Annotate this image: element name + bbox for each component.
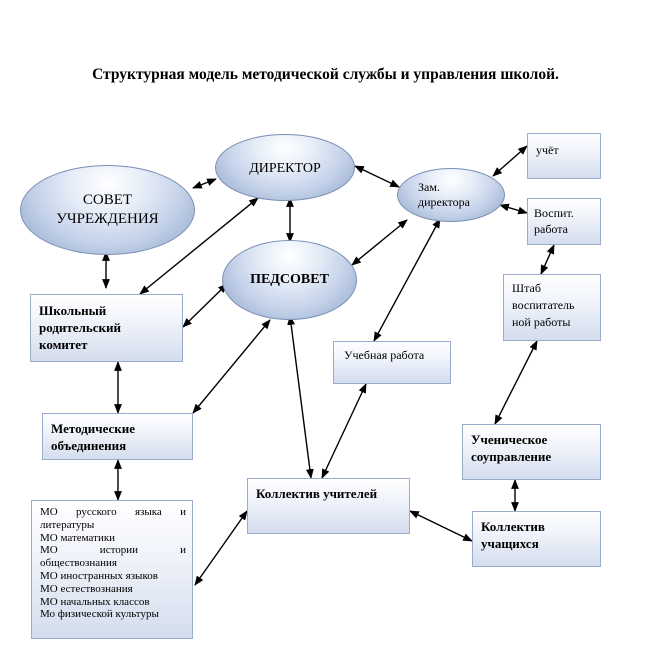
director-node: ДИРЕКТОР — [215, 134, 355, 201]
mo-list-item: МО истории и — [40, 544, 186, 557]
mo-list-item: МО математики — [40, 531, 116, 544]
arrow-shtab-soupravlenie — [494, 340, 538, 425]
soupravlenie-label-line1: Ученическое — [471, 432, 548, 447]
pedsovet-label: ПЕДСОВЕТ — [250, 272, 329, 287]
sovet-label-line2: УЧРЕЖДЕНИЯ — [56, 211, 159, 227]
arrow-sovet-director — [192, 178, 217, 189]
arrow-uchebnaya-kollektiv — [321, 383, 367, 479]
uchebnaya-label: Учебная работа — [344, 348, 425, 362]
kollektiv-uchaschihsya-box: Коллектив учащихся — [472, 511, 601, 567]
uchet-box: учёт — [527, 133, 601, 179]
arrow-zam-uchebnaya — [373, 218, 441, 342]
soupravlenie-label-line2: соуправление — [471, 449, 552, 464]
mo-list-item: МО естествознания — [40, 582, 133, 595]
soupravlenie-box: Ученическое соуправление — [462, 424, 601, 480]
mo-list-box: МО русского языка и литературы МО матема… — [31, 500, 193, 639]
shtab-label-line3: ной работы — [512, 315, 571, 329]
metod-label-line2: объединения — [51, 438, 127, 453]
mo-list-item: обществознания — [40, 557, 117, 570]
mo-list-item: Мо физической культуры — [40, 608, 159, 621]
shtab-label-line1: Штаб — [512, 281, 541, 295]
metod-obedineniya-box: Методические объединения — [42, 413, 193, 460]
arrow-pedsovet-metod — [192, 319, 271, 414]
zam-label-line2: директора — [418, 195, 470, 209]
arrow-director-zam — [354, 165, 400, 188]
mo-list-item: литературы — [40, 518, 95, 531]
roditel-label-line1: Школьный — [39, 303, 107, 318]
diagram-title: Структурная модель методической службы и… — [92, 66, 559, 83]
kollektiv-uchiteley-label: Коллектив учителей — [256, 486, 378, 501]
uchebnaya-rabota-box: Учебная работа — [333, 341, 451, 384]
vospit-rabota-box: Воспит. работа — [527, 198, 601, 245]
pedsovet-node: ПЕДСОВЕТ — [222, 240, 357, 320]
vosp-label-line2: работа — [534, 222, 568, 236]
kollektiv-uch-label-line1: Коллектив — [481, 519, 545, 534]
director-label: ДИРЕКТОР — [249, 160, 321, 176]
zam-direktora-node: Зам. директора — [397, 168, 505, 222]
kollektiv-uchiteley-box: Коллектив учителей — [247, 478, 410, 534]
arrow-vosp-shtab — [540, 244, 555, 275]
mo-list-item: МО иностранных языков — [40, 569, 158, 582]
kollektiv-uch-label-line2: учащихся — [481, 536, 539, 551]
vosp-label-line1: Воспит. — [534, 206, 574, 220]
arrow-pedsovet-roditel — [182, 283, 228, 328]
sovet-label-line1: СОВЕТ — [82, 192, 133, 208]
arrow-director-roditel — [139, 197, 259, 295]
mo-list-item: МО начальных классов — [40, 595, 150, 608]
arrow-kollektiv-uchiteley-uchaschihsya — [409, 510, 473, 542]
arrow-zam-pedsovet — [351, 219, 408, 266]
uchet-label: учёт — [536, 143, 559, 157]
sovet-uchrezhdeniya-node: СОВЕТ УЧРЕЖДЕНИЯ — [20, 165, 195, 255]
shtab-label-line2: воспитатель — [512, 298, 575, 312]
roditel-label-line3: комитет — [39, 337, 88, 352]
arrow-zam-uchet — [492, 145, 528, 177]
zam-label-line1: Зам. — [418, 180, 440, 194]
roditel-label-line2: родительский — [39, 320, 121, 335]
shtab-box: Штаб воспитатель ной работы — [503, 274, 601, 341]
mo-list-item: МО русского языка и — [40, 506, 186, 518]
arrow-zam-vosp — [499, 203, 528, 215]
metod-label-line1: Методические — [51, 421, 136, 436]
roditelskiy-komitet-box: Школьный родительский комитет — [30, 294, 183, 362]
arrow-pedsovet-kollektiv — [287, 315, 314, 479]
arrow-mo-kollektiv — [194, 510, 248, 586]
